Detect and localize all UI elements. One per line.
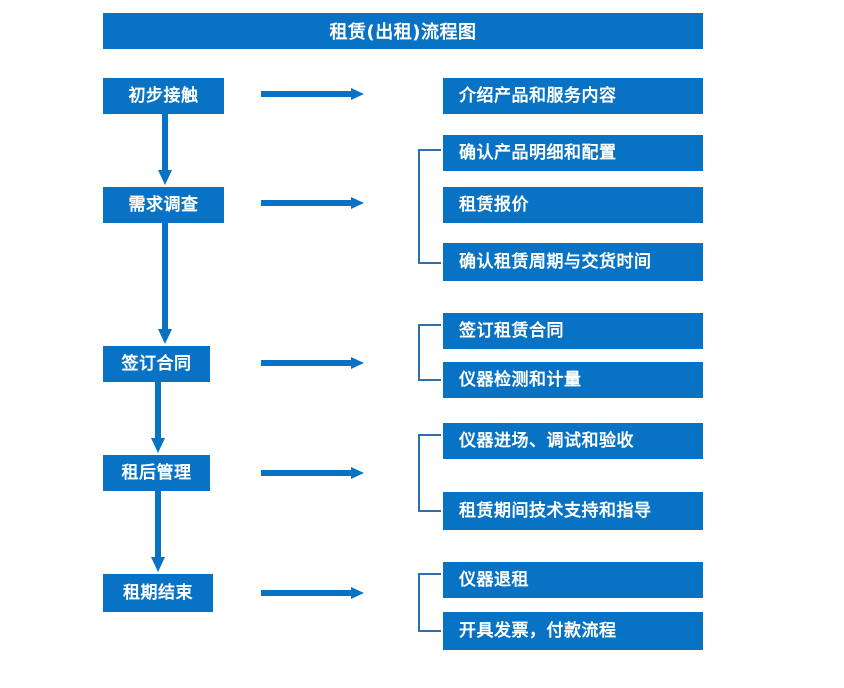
detail-box-instrument-inspection[interactable]: 仪器检测和计量	[443, 362, 703, 398]
group-bracket-demand-survey	[417, 149, 443, 264]
stage-box-demand-survey[interactable]: 需求调查	[103, 187, 224, 223]
horizontal-arrow-stage4-to-details	[261, 464, 365, 482]
stage-box-rental-end[interactable]: 租期结束	[103, 574, 213, 612]
stage-box-sign-contract[interactable]: 签订合同	[103, 346, 210, 382]
horizontal-arrow-stage5-to-details	[261, 584, 365, 602]
horizontal-arrow-stage3-to-details	[261, 354, 365, 372]
vertical-arrow-stage1-to-stage2	[155, 114, 175, 187]
page-title: 租赁(出租)流程图	[103, 13, 703, 49]
stage-box-initial-contact[interactable]: 初步接触	[103, 78, 224, 114]
detail-box-instrument-entry-commissioning[interactable]: 仪器进场、调试和验收	[443, 423, 703, 459]
vertical-arrow-stage4-to-stage5	[148, 491, 168, 574]
detail-box-confirm-product-details[interactable]: 确认产品明细和配置	[443, 135, 703, 171]
horizontal-arrow-stage1-to-details	[261, 85, 365, 103]
vertical-arrow-stage2-to-stage3	[155, 223, 175, 346]
stage-box-post-rental-management[interactable]: 租后管理	[103, 455, 210, 491]
group-bracket-sign-contract	[417, 324, 443, 381]
vertical-arrow-stage3-to-stage4	[148, 382, 168, 455]
group-bracket-post-rental-management	[417, 434, 443, 512]
detail-box-rental-quotation[interactable]: 租赁报价	[443, 187, 703, 223]
horizontal-arrow-stage2-to-details	[261, 194, 365, 212]
detail-box-technical-support[interactable]: 租赁期间技术支持和指导	[443, 492, 703, 530]
detail-box-confirm-rental-period[interactable]: 确认租赁周期与交货时间	[443, 243, 703, 281]
detail-box-invoice-payment[interactable]: 开具发票，付款流程	[443, 612, 703, 650]
group-bracket-rental-end	[417, 573, 443, 632]
detail-box-introduce-products[interactable]: 介绍产品和服务内容	[443, 78, 703, 114]
detail-box-instrument-return[interactable]: 仪器退租	[443, 562, 703, 598]
detail-box-sign-rental-contract[interactable]: 签订租赁合同	[443, 313, 703, 349]
